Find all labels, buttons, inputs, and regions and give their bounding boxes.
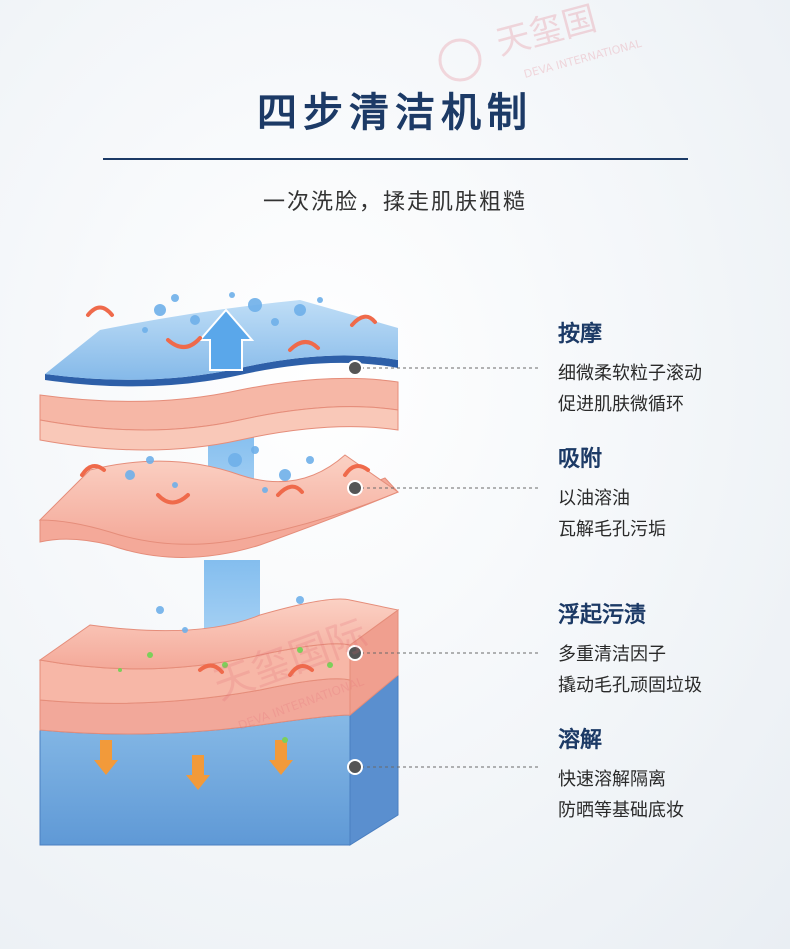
- step-desc-line: 以油溶油: [558, 488, 630, 509]
- down-arrow-icon: [94, 740, 118, 775]
- step-desc-line: 多重清洁因子: [558, 644, 666, 665]
- step-float: 浮起污渍 多重清洁因子 撬动毛孔顽固垃圾: [558, 597, 702, 701]
- step-title: 浮起污渍: [558, 603, 647, 628]
- step-desc-line: 防晒等基础底妆: [558, 800, 684, 821]
- title-divider: [103, 158, 688, 160]
- layer-massage: [39, 300, 399, 451]
- step-title: 吸附: [558, 447, 603, 472]
- up-arrow-icon: [197, 308, 255, 371]
- step-desc-line: 细微柔软粒子滚动: [558, 363, 702, 384]
- particles: [118, 647, 333, 743]
- callout-dots: [347, 360, 363, 775]
- step-desc-line: 快速溶解隔离: [558, 769, 666, 790]
- step-title: 按摩: [558, 322, 603, 347]
- step-dissolve: 溶解 快速溶解隔离 防晒等基础底妆: [558, 722, 684, 826]
- svg-text:天玺国: 天玺国: [492, 0, 601, 64]
- down-arrow-icon: [186, 755, 210, 790]
- page-subtitle: 一次洗脸，揉走肌肤粗糙: [262, 190, 527, 215]
- page-title: 四步清洁机制: [257, 90, 533, 136]
- bubbles: [125, 292, 323, 633]
- step-desc-line: 促进肌肤微循环: [558, 394, 684, 415]
- skin-layer-diagram: [38, 292, 540, 846]
- layer-float-dissolve: [38, 598, 400, 846]
- layer-adsorb: [38, 454, 400, 558]
- step-massage: 按摩 细微柔软粒子滚动 促进肌肤微循环: [558, 316, 702, 420]
- svg-text:DEVA INTERNATIONAL: DEVA INTERNATIONAL: [522, 37, 644, 81]
- step-title: 溶解: [558, 728, 603, 753]
- callout-lines: [355, 367, 540, 768]
- step-adsorb: 吸附 以油溶油 瓦解毛孔污垢: [558, 441, 666, 545]
- step-desc-line: 撬动毛孔顽固垃圾: [558, 675, 702, 696]
- swirl-arrows: [80, 305, 377, 677]
- step-desc-line: 瓦解毛孔污垢: [558, 519, 666, 540]
- down-arrow-icon: [269, 740, 293, 775]
- brand-watermark-top: 天玺国 DEVA INTERNATIONAL: [438, 0, 644, 82]
